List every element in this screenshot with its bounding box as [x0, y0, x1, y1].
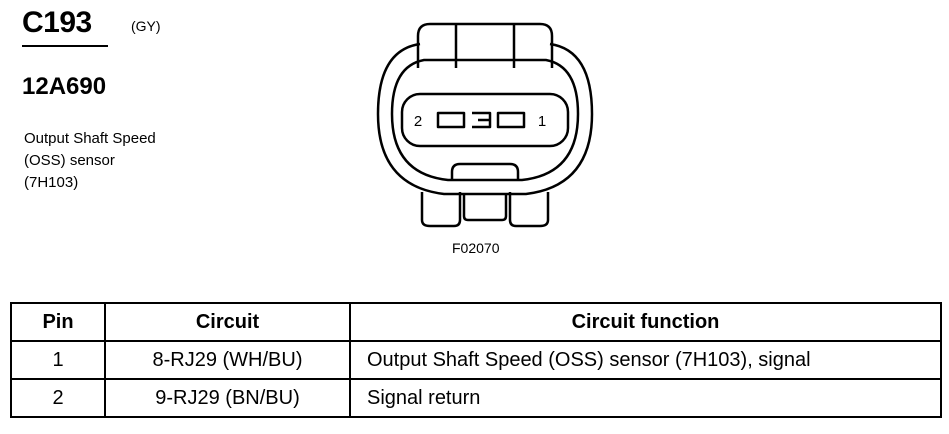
table-row: 1 8-RJ29 (WH/BU) Output Shaft Speed (OSS… [10, 340, 942, 380]
mounting-foot-center [462, 194, 508, 222]
terminal-cavity [400, 92, 570, 148]
table-header-row: Pin Circuit Circuit function [10, 302, 942, 342]
circuit-cell: 8-RJ29 (WH/BU) [104, 340, 351, 380]
pin-label-1: 1 [538, 113, 546, 130]
connector-housing-outer [376, 42, 594, 196]
column-header-circuit: Circuit [104, 302, 351, 342]
connector-face-diagram: 2 1 [376, 22, 594, 228]
mounting-foot-right [508, 192, 550, 228]
mounting-foot-left [420, 192, 462, 228]
connector-keyway [450, 162, 520, 180]
figure-id: F02070 [452, 240, 500, 256]
component-description: Output Shaft Speed (OSS) sensor (7H103) [24, 128, 156, 194]
column-header-circuit-function: Circuit function [349, 302, 942, 342]
component-description-line: Output Shaft Speed [24, 130, 156, 147]
connector-housing-inner [390, 58, 580, 182]
component-description-line: (7H103) [24, 174, 79, 191]
terminal-2 [436, 111, 466, 129]
pin-cell: 2 [10, 378, 106, 418]
column-header-pin: Pin [10, 302, 106, 342]
terminal-polarity-key [472, 111, 492, 129]
circuit-function-cell: Signal return [349, 378, 942, 418]
circuit-function-cell: Output Shaft Speed (OSS) sensor (7H103),… [349, 340, 942, 380]
terminal-1 [496, 111, 526, 129]
connector-latch [416, 22, 554, 68]
pin-table: Pin Circuit Circuit function 1 8-RJ29 (W… [10, 302, 942, 418]
circuit-cell: 9-RJ29 (BN/BU) [104, 378, 351, 418]
pin-label-2: 2 [414, 113, 422, 130]
pin-cell: 1 [10, 340, 106, 380]
connector-id-underline [22, 45, 108, 47]
table-row: 2 9-RJ29 (BN/BU) Signal return [10, 378, 942, 418]
component-description-line: (OSS) sensor [24, 152, 115, 169]
part-number: 12A690 [22, 73, 107, 100]
connector-color: (GY) [131, 18, 161, 34]
connector-id: C193 [22, 6, 92, 39]
